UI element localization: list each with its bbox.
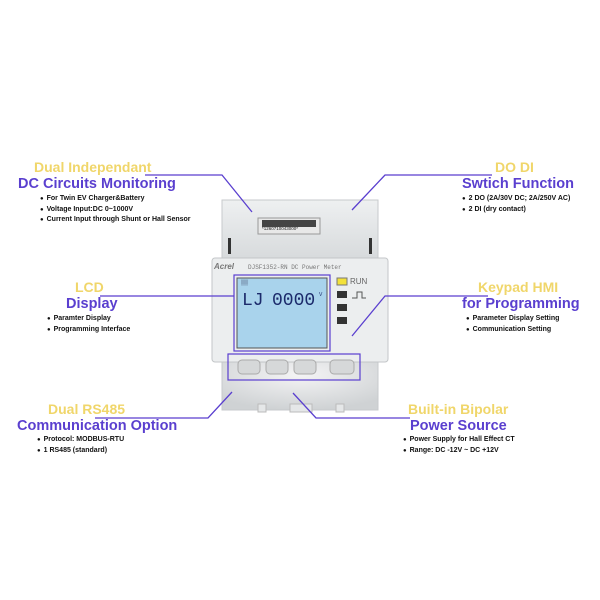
key-enter-button[interactable] bbox=[329, 359, 355, 375]
lcd-screen bbox=[233, 274, 331, 352]
barcode-label bbox=[257, 217, 321, 235]
list-item: Power Supply for Hall Effect CT bbox=[403, 435, 515, 446]
key-up-button[interactable] bbox=[265, 359, 289, 375]
dc-subtitle: DC Circuits Monitoring bbox=[18, 176, 176, 192]
lcd-title: LCD bbox=[75, 279, 104, 295]
key-right-button[interactable] bbox=[293, 359, 317, 375]
list-item: Parameter Display Setting bbox=[466, 314, 560, 325]
dc-bullets: For Twin EV Charger&Battery Voltage Inpu… bbox=[40, 194, 191, 226]
run-label: RUN bbox=[350, 277, 368, 286]
keypad-subtitle: for Programming bbox=[462, 296, 580, 312]
dodi-bullets: 2 DO (2A/30V DC; 2A/250V AC) 2 DI (dry c… bbox=[462, 194, 571, 216]
key-left-button[interactable] bbox=[237, 359, 261, 375]
keypad-bullets: Parameter Display Setting Communication … bbox=[466, 314, 560, 336]
rs485-title: Dual RS485 bbox=[48, 401, 126, 417]
list-item: Paramter Display bbox=[47, 314, 130, 325]
lcd-small-indicator: ▒▒ bbox=[241, 280, 249, 286]
lcd-bullets: Paramter Display Programming Interface bbox=[47, 314, 131, 336]
power-subtitle: Power Source bbox=[410, 418, 507, 434]
list-item: Current Input through Shunt or Hall Sens… bbox=[40, 215, 191, 226]
lcd-value: 0000 bbox=[272, 291, 316, 311]
list-item: Protocol: MODBUS-RTU bbox=[37, 435, 125, 446]
barcode-text: *1260710043000* bbox=[262, 226, 299, 231]
keypad bbox=[227, 353, 361, 381]
dodi-subtitle: Swtich Function bbox=[462, 176, 574, 192]
lcd-unit: V bbox=[319, 292, 323, 298]
list-item: For Twin EV Charger&Battery bbox=[40, 194, 191, 205]
lcd-subtitle: Display bbox=[66, 296, 118, 312]
list-item: Range: DC -12V ~ DC +12V bbox=[403, 446, 515, 457]
model-label: DJSF1352-RN DC Power Meter bbox=[248, 264, 342, 271]
callout-lines bbox=[95, 174, 492, 419]
keypad-title: Keypad HMI bbox=[478, 279, 559, 295]
list-item: Voltage Input:DC 0~1000V bbox=[40, 205, 191, 216]
lcd-left-digits: LJ bbox=[242, 291, 264, 311]
rs485-bullets: Protocol: MODBUS-RTU 1 RS485 (standard) bbox=[37, 435, 125, 457]
indicator-leds bbox=[336, 277, 366, 324]
dc-title: Dual Independant bbox=[34, 159, 152, 175]
brand-logo: Acrel bbox=[214, 262, 235, 271]
power-bullets: Power Supply for Hall Effect CT Range: D… bbox=[403, 435, 515, 456]
list-item: Communication Setting bbox=[466, 325, 559, 336]
list-item: Programming Interface bbox=[47, 325, 131, 336]
pulse-icon bbox=[352, 291, 366, 299]
rs485-subtitle: Communication Option bbox=[17, 418, 178, 434]
list-item: 1 RS485 (standard) bbox=[37, 446, 124, 457]
list-item: 2 DO (2A/30V DC; 2A/250V AC) bbox=[462, 194, 571, 205]
dodi-title: DO DI bbox=[495, 159, 534, 175]
power-title: Built-in Bipolar bbox=[408, 401, 509, 417]
list-item: 2 DI (dry contact) bbox=[462, 205, 570, 216]
